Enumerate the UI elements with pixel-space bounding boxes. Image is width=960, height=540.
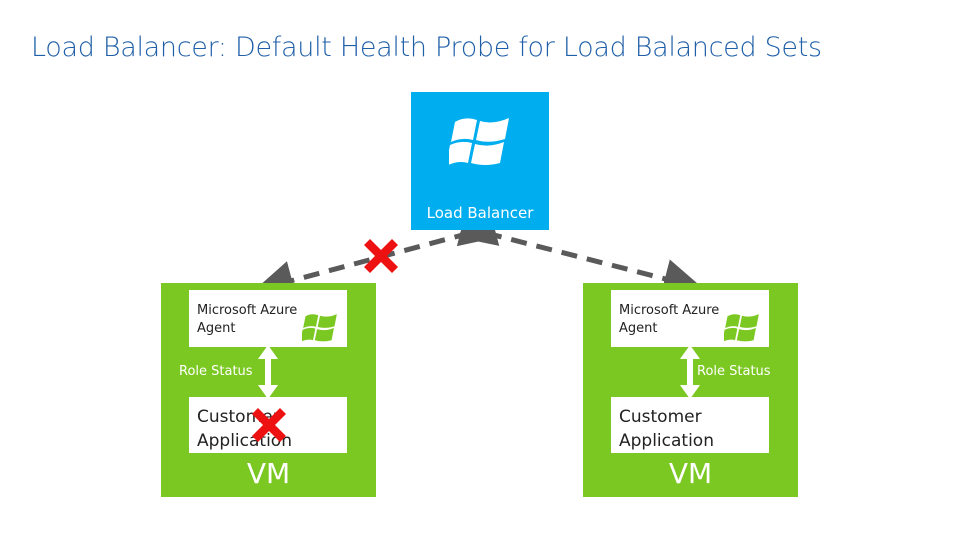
windows-logo-icon — [724, 314, 759, 342]
windows-logo-icon — [302, 314, 337, 342]
role-status-label: Role Status — [179, 364, 253, 379]
app-label-line-2: Application — [197, 431, 292, 451]
vm-label: VM — [668, 457, 713, 490]
role-status-arrow — [680, 345, 700, 399]
agent-label-line-1: Microsoft Azure — [619, 303, 720, 318]
agent-label-line-2: Agent — [619, 321, 658, 336]
probe-failure-x-icon — [364, 239, 398, 273]
role-status-arrow — [258, 345, 278, 399]
azure-agent-box: Microsoft Azure Agent — [189, 290, 347, 347]
app-failure-x-icon — [252, 408, 286, 442]
probe-line-right — [456, 207, 704, 299]
vm-label: VM — [246, 457, 291, 490]
windows-logo-icon — [449, 118, 509, 165]
role-status-label: Role Status — [697, 364, 771, 379]
slide-title: Load Balancer: Default Health Probe for … — [31, 32, 822, 63]
load-balancer-label: Load Balancer — [426, 204, 534, 222]
agent-label-line-2: Agent — [197, 321, 236, 336]
agent-label-line-1: Microsoft Azure — [197, 303, 298, 318]
app-label-line-1: Customer — [619, 407, 702, 427]
vm-left: Microsoft Azure Agent Role Status Custom… — [161, 283, 376, 497]
customer-application-box: Customer Application — [611, 397, 769, 453]
vm-right: Microsoft Azure Agent Role Status Custom… — [583, 283, 798, 497]
azure-agent-box: Microsoft Azure Agent — [611, 290, 769, 347]
probe-line-left — [253, 207, 500, 300]
app-label-line-2: Application — [619, 431, 714, 451]
load-balancer-tile: Load Balancer — [411, 92, 549, 230]
